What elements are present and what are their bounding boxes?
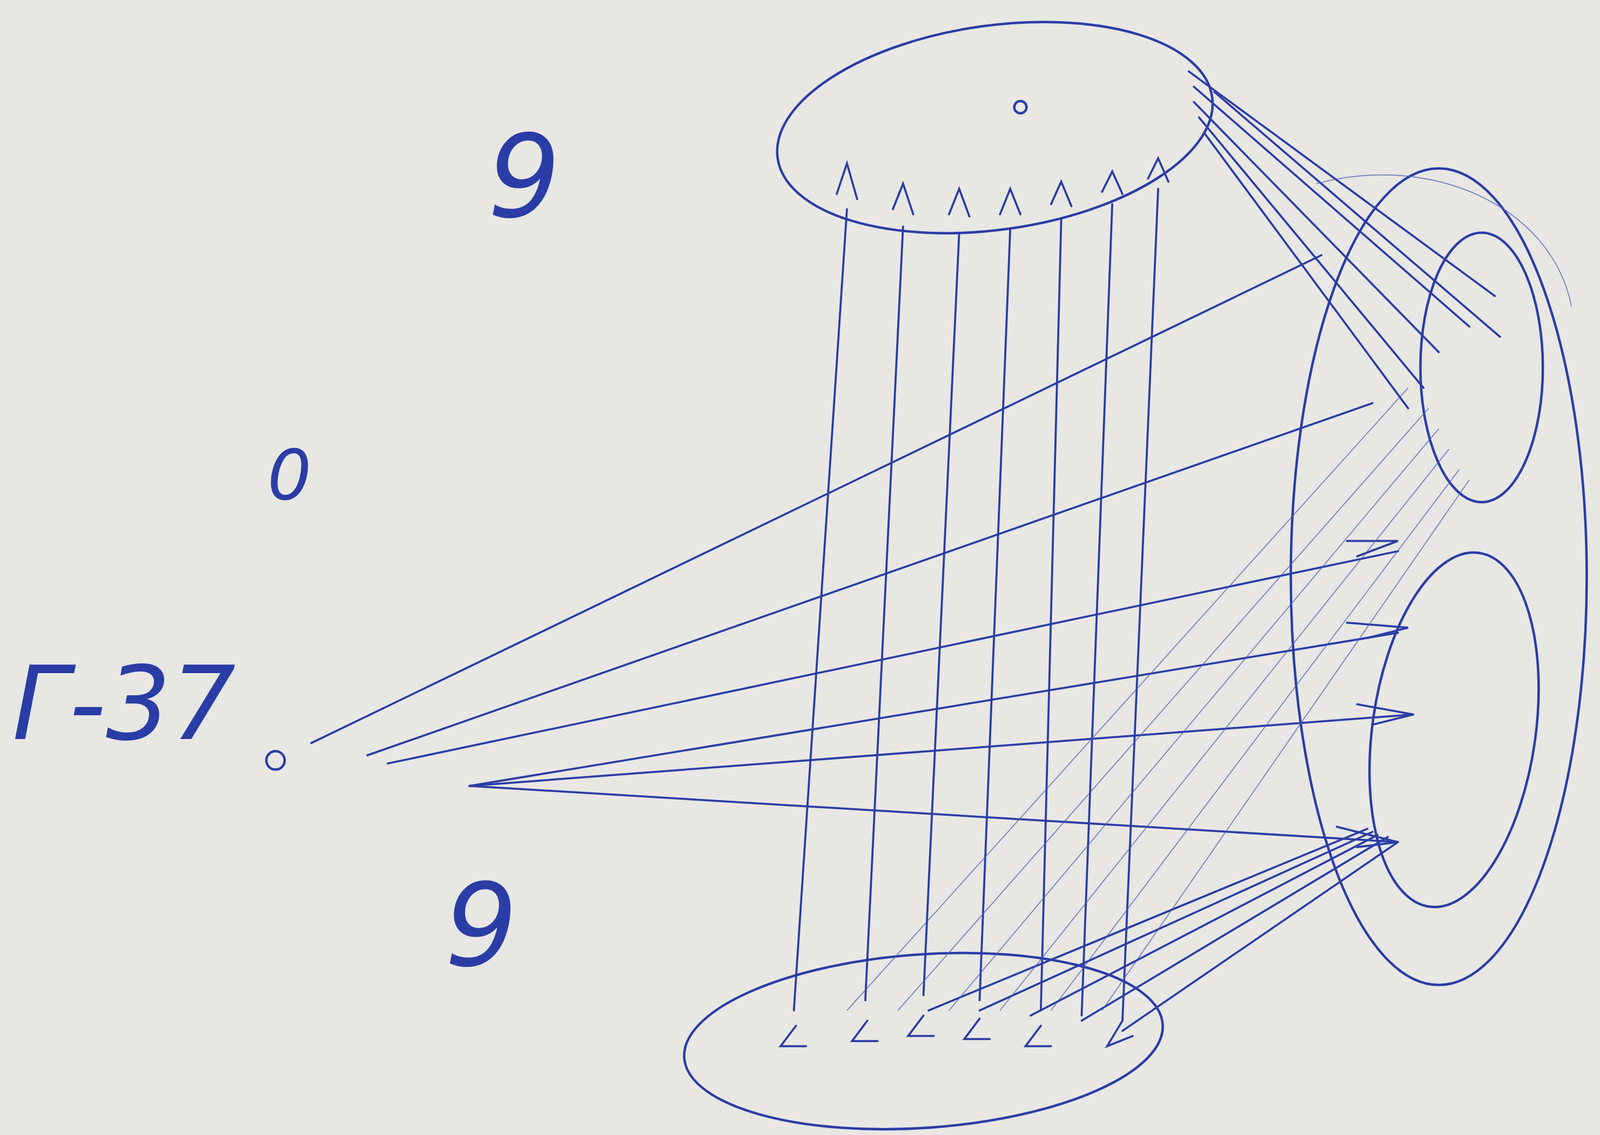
handwritten-label: 9 — [487, 120, 561, 235]
vertex-set-outline — [1291, 168, 1588, 986]
vertex-set-outline — [1348, 541, 1560, 918]
vertex-dot — [1014, 101, 1027, 114]
handwritten-label: 9 — [445, 869, 519, 984]
vertex-dot — [266, 751, 285, 770]
handwritten-label: 0 — [267, 440, 312, 510]
handwritten-label: Γ-37 — [12, 653, 237, 756]
thin-edges — [846, 175, 1572, 1011]
vertex-set-outline — [678, 937, 1169, 1135]
edge-bundle — [311, 71, 1501, 1046]
